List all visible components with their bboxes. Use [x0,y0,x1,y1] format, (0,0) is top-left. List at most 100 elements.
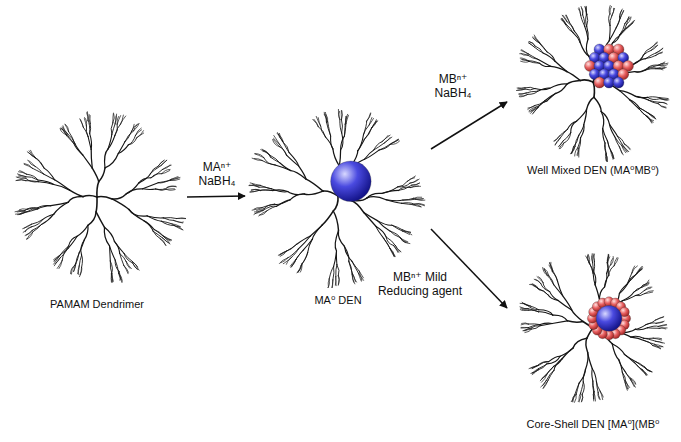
branch [19,209,28,211]
branch [407,176,415,181]
branch [519,93,527,94]
branch [582,394,583,401]
branch [260,189,272,191]
branch [563,133,571,141]
branch [550,263,553,272]
branch [341,111,342,120]
branch [647,326,658,328]
branch [559,141,563,147]
branch [660,99,667,101]
pamam-dendrimer: PAMAM Dendrimer [8,108,186,311]
branch [607,255,609,263]
branch [658,325,666,327]
branch [71,265,74,274]
branch [71,265,75,273]
branch [344,124,346,136]
branch [89,116,90,124]
branch [529,366,537,369]
branch [331,136,333,149]
branch [646,323,656,325]
branch [24,164,32,168]
branch [620,91,630,100]
metal-atom [596,306,622,332]
branch [567,121,576,129]
branch [541,380,547,387]
branch [583,15,585,26]
branch [660,63,668,65]
branch [656,317,664,320]
branch [151,174,162,178]
branch [298,265,301,272]
branch [359,273,362,281]
branch [642,370,647,375]
branch [79,255,81,266]
branch [530,42,536,46]
branch [161,160,167,165]
branch [111,274,113,282]
branch [403,199,416,201]
branch [252,158,262,160]
branch [358,135,364,151]
branch [615,136,620,147]
branch [642,370,646,376]
branch [364,128,371,140]
dendrimer-branches [15,112,186,283]
branch [567,22,574,32]
branch [547,356,560,364]
branch [126,262,130,269]
branch [656,52,663,55]
branch [593,263,594,273]
branch [280,163,291,171]
branch [658,325,666,327]
branch [567,321,583,322]
branch [528,323,540,325]
branch [344,123,346,136]
branch [522,50,529,54]
branch [75,143,83,155]
branch [117,116,120,125]
branch [279,133,282,141]
branch [577,110,587,122]
branch [549,276,554,285]
branch [177,217,186,219]
branch [616,18,620,28]
branch [89,115,90,124]
branch [612,344,619,360]
branch [162,171,170,174]
branch [646,53,656,59]
branch [83,195,97,197]
branch [272,189,288,192]
branch [78,266,80,274]
branch [585,7,587,15]
branch [177,218,186,219]
branch [364,128,372,140]
branch [522,302,528,306]
branch [282,141,289,152]
branch [160,239,166,246]
branch [543,381,548,388]
branch [341,136,345,150]
branch [308,239,313,252]
branch [296,236,310,244]
branch [608,141,611,151]
branch [566,15,569,23]
branch [54,255,61,260]
branch [112,113,114,123]
branch [69,236,78,246]
branch [653,338,661,340]
branch [531,370,539,374]
branch [369,118,373,125]
branch [352,261,359,273]
branch [605,143,606,154]
branch [333,149,340,166]
branch [639,109,646,116]
reagent-label: MAⁿ⁺ NaBH₄ [192,160,242,188]
branch [534,35,539,42]
branch [627,17,631,25]
branch [610,16,612,26]
branch [529,61,540,64]
branch [593,392,594,401]
branch [29,151,35,158]
branch [598,392,600,399]
branch [564,133,571,143]
